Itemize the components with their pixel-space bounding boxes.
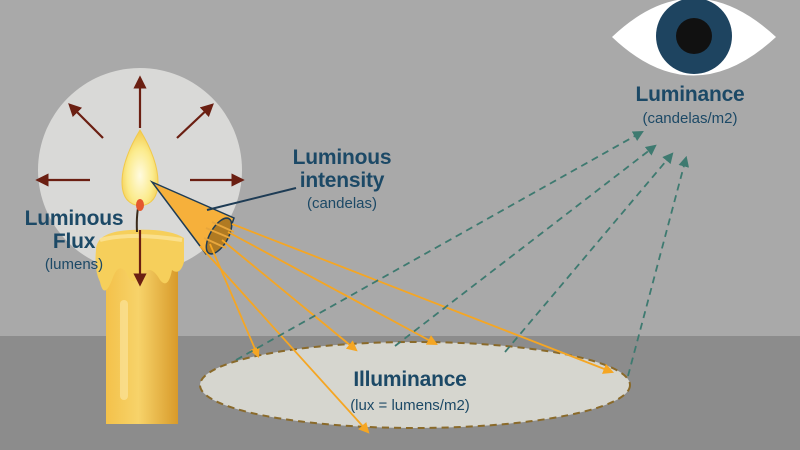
illuminance-label: Illuminance (lux = lumens/m2) — [300, 368, 520, 414]
luminous-flux-arrows — [35, 75, 245, 287]
flux-arrow-up-left — [68, 103, 104, 139]
reflected-ray — [627, 155, 689, 377]
reflected-ray — [394, 144, 657, 347]
luminance-unit: (candelas/m2) — [642, 109, 738, 127]
incident-ray — [209, 243, 260, 358]
incident-ray — [199, 245, 370, 434]
illuminance-unit: (lux = lumens/m2) — [350, 396, 470, 414]
illuminated-area — [199, 341, 631, 429]
flame-icon — [121, 129, 159, 233]
incident-ray — [231, 223, 615, 374]
luminance-label: Luminance (candelas/m2) — [610, 83, 770, 127]
incident-ray — [221, 239, 358, 352]
reflected-rays — [235, 130, 689, 377]
intensity-leader-line — [206, 187, 297, 211]
incident-rays — [199, 223, 615, 434]
luminance-title: Luminance — [635, 83, 745, 106]
flux-arrow-up-right — [176, 103, 214, 139]
illuminance-title: Illuminance — [353, 368, 467, 391]
reflected-ray — [235, 130, 644, 361]
incident-ray — [227, 231, 438, 346]
luminous-flux-unit: (lumens) — [44, 256, 104, 274]
luminous-intensity-unit: (candelas) — [306, 195, 378, 213]
eye-icon — [612, 0, 776, 76]
